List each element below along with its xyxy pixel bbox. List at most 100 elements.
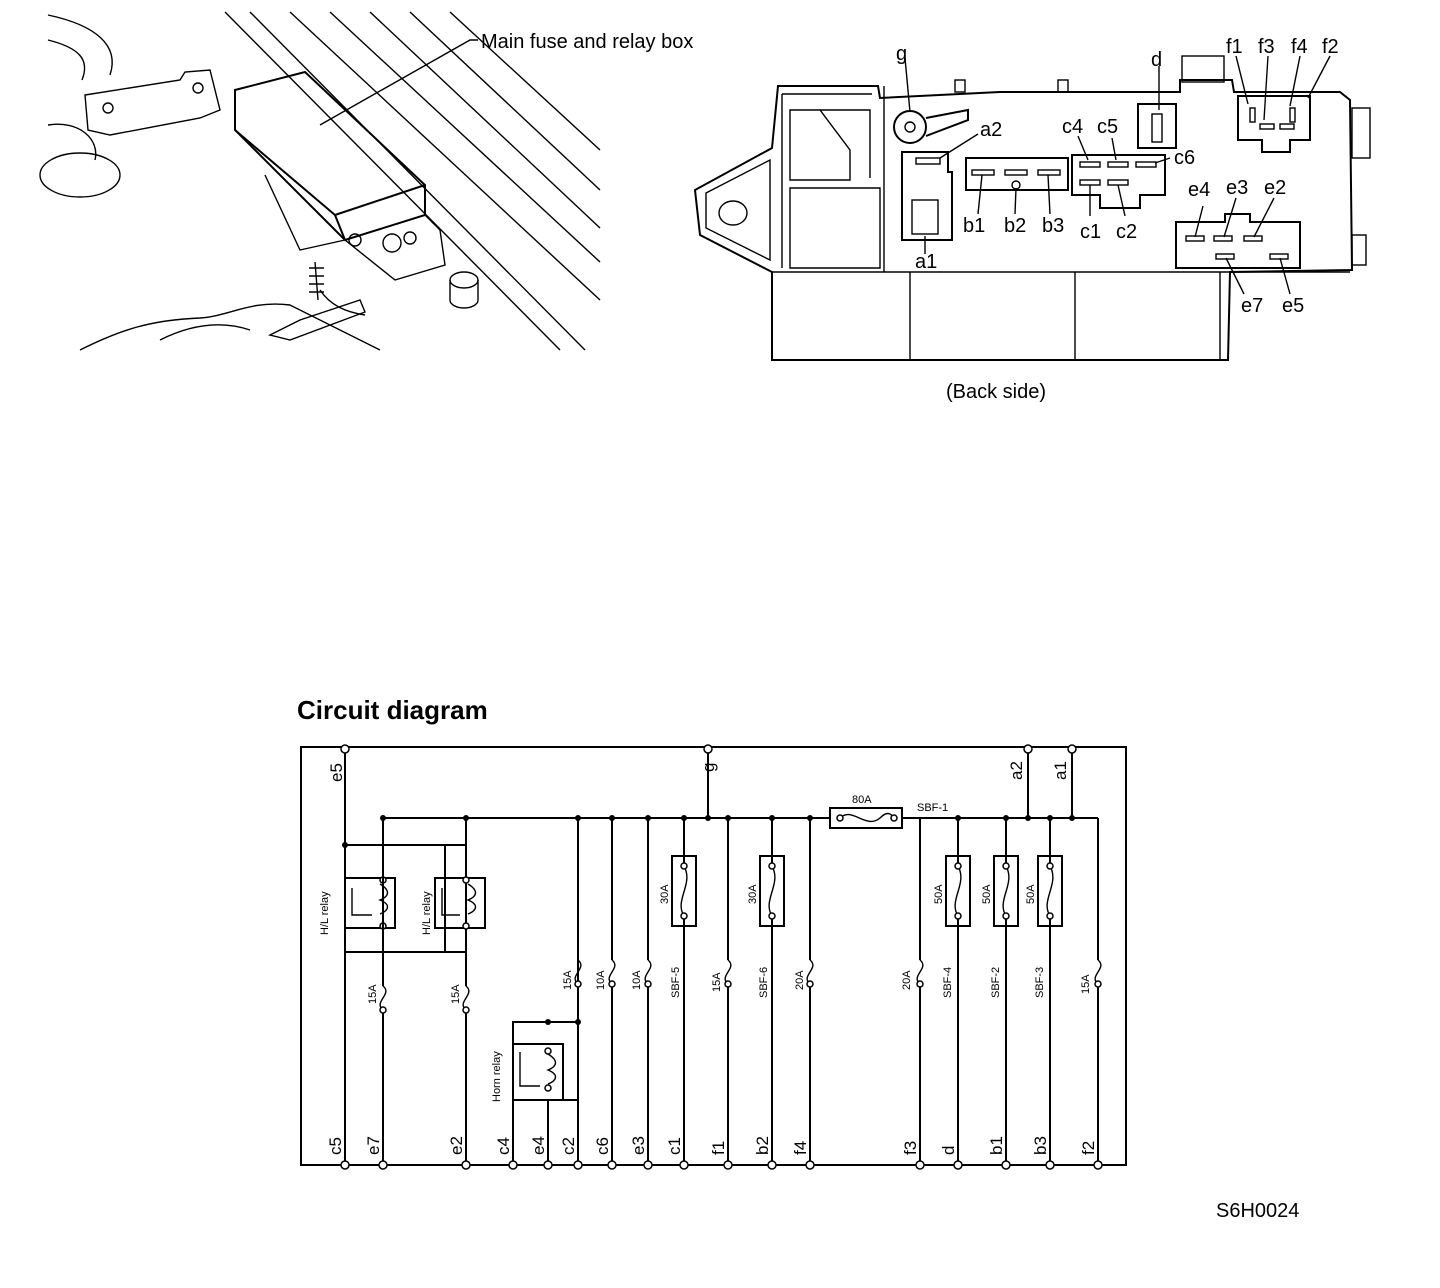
fuse-name-b1: SBF-2 xyxy=(990,967,1002,998)
terminal-node-f1 xyxy=(723,1160,733,1170)
main-fuse-name: SBF-1 xyxy=(917,802,948,814)
terminal-node-b1 xyxy=(1001,1160,1011,1170)
fuse-node xyxy=(644,980,652,988)
terminal-d: d xyxy=(939,1146,958,1155)
pin-label-e7: e7 xyxy=(1241,295,1263,317)
fuse-rating-f1: 15A xyxy=(711,972,723,992)
circuit-diagram: e5 g a2 a1 80A SBF-1 H/L relay H/L relay xyxy=(300,744,1127,1170)
terminal-node-e4 xyxy=(543,1160,553,1170)
fuse-rating-f2: 15A xyxy=(1080,974,1092,994)
terminal-c6: c6 xyxy=(593,1137,612,1155)
pin-label-e2: e2 xyxy=(1264,177,1286,199)
fuse-node xyxy=(462,1006,470,1014)
terminal-a2: a2 xyxy=(1007,761,1026,780)
fuse-node xyxy=(954,862,962,870)
fuse-symbol xyxy=(1046,865,1054,917)
pin-label-b1: b1 xyxy=(963,215,985,237)
engine-bay-illustration: Main fuse and relay box xyxy=(39,11,693,351)
terminal-g: g xyxy=(699,763,718,772)
pin-label-f2: f2 xyxy=(1322,36,1339,58)
terminal-b2: b2 xyxy=(753,1136,772,1155)
pin-label-c1: c1 xyxy=(1080,221,1101,243)
fuse-rating-e2: 15A xyxy=(450,984,462,1004)
fuse-node xyxy=(1046,862,1054,870)
pin-label-c2: c2 xyxy=(1116,221,1137,243)
terminal-node-f2 xyxy=(1093,1160,1103,1170)
terminal-c2: c2 xyxy=(559,1137,578,1155)
hl-relay-left-label: H/L relay xyxy=(319,891,331,935)
fuse-node xyxy=(724,980,732,988)
pin-label-e4: e4 xyxy=(1188,179,1210,201)
fuse-rating-e7: 15A xyxy=(367,984,379,1004)
fuse-symbol xyxy=(768,865,776,917)
terminal-node-c4 xyxy=(508,1160,518,1170)
pin-label-c5: c5 xyxy=(1097,116,1118,138)
terminal-node-e2 xyxy=(461,1160,471,1170)
pin-label-f3: f3 xyxy=(1258,36,1275,58)
hl-relay-right-label: H/L relay xyxy=(421,891,433,935)
pin-label-f4: f4 xyxy=(1291,36,1308,58)
main-fuse-box-callout: Main fuse and relay box xyxy=(481,31,693,53)
terminal-node-f3 xyxy=(915,1160,925,1170)
terminal-e4: e4 xyxy=(529,1136,548,1155)
terminal-node-c2 xyxy=(573,1160,583,1170)
terminal-c4: c4 xyxy=(494,1137,513,1155)
fuse-name-b2: SBF-6 xyxy=(758,967,770,998)
main-fuse-rating: 80A xyxy=(852,794,872,806)
relay-box-back-view: g a2 a1 d f1 f3 f4 f2 c4 c5 c6 c1 c2 b1 … xyxy=(693,36,1371,403)
fuse-rating-f3: 20A xyxy=(901,970,913,990)
terminal-e2: e2 xyxy=(447,1136,466,1155)
terminal-b3: b3 xyxy=(1031,1136,1050,1155)
fuse-symbol xyxy=(954,865,962,917)
terminal-node-c1 xyxy=(679,1160,689,1170)
pin-label-c6: c6 xyxy=(1174,147,1195,169)
fuse-rating-b3: 50A xyxy=(1025,884,1037,904)
terminal-node-e7 xyxy=(378,1160,388,1170)
fuse-node xyxy=(379,1006,387,1014)
fuse-rating-c1: 30A xyxy=(659,884,671,904)
pin-label-a1: a1 xyxy=(915,251,937,273)
terminal-node-e3 xyxy=(643,1160,653,1170)
back-side-caption: (Back side) xyxy=(946,381,1046,403)
terminal-node-b2 xyxy=(767,1160,777,1170)
fuse-node xyxy=(768,912,776,920)
fuse-node xyxy=(1002,862,1010,870)
pin-label-c4: c4 xyxy=(1062,116,1083,138)
terminal-b1: b1 xyxy=(987,1136,1006,1155)
pin-label-e3: e3 xyxy=(1226,177,1248,199)
pin-label-d: d xyxy=(1151,49,1162,71)
terminal-e5: e5 xyxy=(327,763,346,782)
terminal-c1: c1 xyxy=(665,1137,684,1155)
fuse-rating-e3: 10A xyxy=(631,970,643,990)
terminal-f3: f3 xyxy=(901,1141,920,1155)
fuse-name-b3: SBF-3 xyxy=(1034,967,1046,998)
pin-label-f1: f1 xyxy=(1226,36,1243,58)
fuse-rating-b2: 30A xyxy=(747,884,759,904)
pin-label-e5: e5 xyxy=(1282,295,1304,317)
fuse-name-c1: SBF-5 xyxy=(670,967,682,998)
horn-relay-label: Horn relay xyxy=(491,1051,503,1102)
fuse-node xyxy=(954,912,962,920)
terminal-node-c6 xyxy=(607,1160,617,1170)
fuse-node xyxy=(680,912,688,920)
fuse-rating-b1: 50A xyxy=(981,884,993,904)
fuse-rating-d: 50A xyxy=(933,884,945,904)
circuit-diagram-title: Circuit diagram xyxy=(297,695,488,725)
fuse-node xyxy=(916,980,924,988)
terminal-node-d xyxy=(953,1160,963,1170)
circuit-branches xyxy=(344,818,1102,1165)
pin-label-a2: a2 xyxy=(980,119,1002,141)
fuse-node xyxy=(768,862,776,870)
terminal-f4: f4 xyxy=(791,1141,810,1155)
terminal-node-b3 xyxy=(1045,1160,1055,1170)
fuse-symbol xyxy=(1002,865,1010,917)
fuse-node xyxy=(680,862,688,870)
fuse-name-d: SBF-4 xyxy=(942,967,954,998)
terminal-node-c5 xyxy=(340,1160,350,1170)
pin-label-b3: b3 xyxy=(1042,215,1064,237)
pin-label-g: g xyxy=(896,43,907,65)
fuse-rating-c6: 10A xyxy=(595,970,607,990)
terminal-f2: f2 xyxy=(1079,1141,1098,1155)
